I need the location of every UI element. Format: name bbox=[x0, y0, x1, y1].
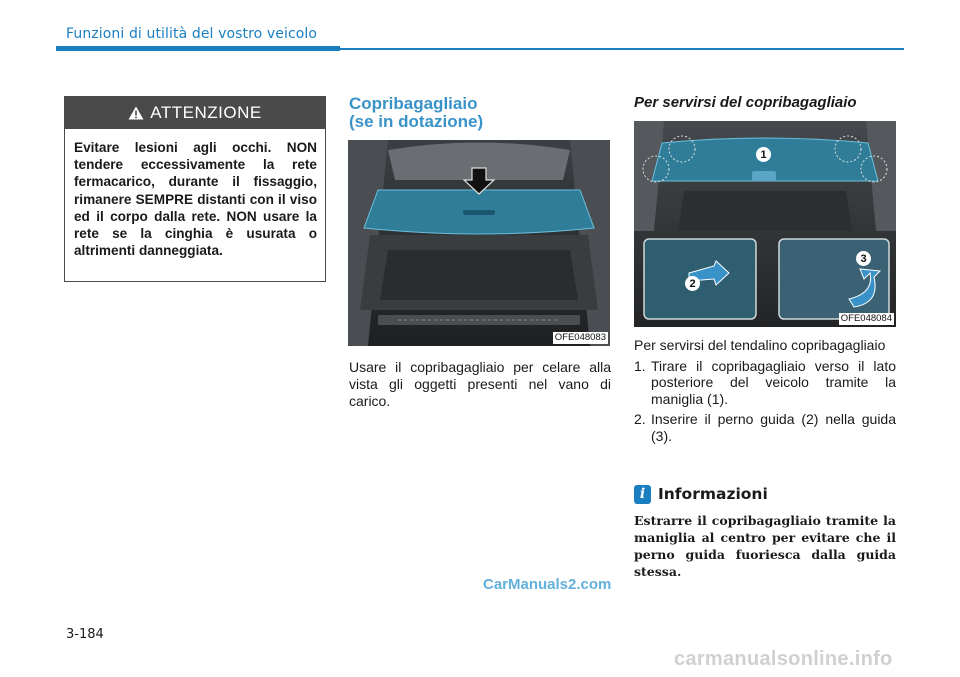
usage-photo: 1 2 3 OFE048084 bbox=[634, 121, 896, 327]
usage-title: Per servirsi del copribagagliaio bbox=[634, 94, 857, 111]
usage-intro: Per servirsi del tendalino copribagaglia… bbox=[634, 337, 886, 353]
step-number: 2. bbox=[634, 411, 646, 427]
header-title: Funzioni di utilità del vostro veicolo bbox=[66, 26, 318, 42]
warning-header: ATTENZIONE bbox=[65, 97, 325, 129]
warning-title: ATTENZIONE bbox=[150, 103, 262, 122]
step-2: 2. Inserire il perno guida (2) nella gui… bbox=[634, 411, 896, 444]
callout-1: 1 bbox=[756, 147, 771, 162]
section-paragraph: Usare il copribagagliaio per celare alla… bbox=[349, 359, 611, 409]
warning-text: Evitare lesioni agli occhi. NON tendere … bbox=[74, 140, 317, 259]
warning-triangle-icon bbox=[128, 106, 144, 120]
usage-illustration bbox=[634, 121, 896, 327]
watermark-carmanuals2: CarManuals2.com bbox=[483, 576, 612, 593]
callout-3: 3 bbox=[856, 251, 871, 266]
info-icon: i bbox=[634, 484, 651, 504]
step-text: Inserire il perno guida (2) nella guida … bbox=[651, 411, 896, 444]
step-text: Tirare il copribagagliaio verso il lato … bbox=[651, 357, 896, 407]
step-1: 1. Tirare il copribagagliaio verso il la… bbox=[634, 358, 896, 408]
info-text: Estrarre il copribagagliaio tramite la m… bbox=[634, 513, 896, 579]
watermark-carmanualsonline: carmanualsonline.info bbox=[674, 648, 893, 670]
cargo-cover-photo: OFE048083 bbox=[348, 140, 610, 346]
section-title-line2: (se in dotazione) bbox=[349, 112, 484, 131]
page-number: 3-184 bbox=[66, 627, 104, 642]
callout-2: 2 bbox=[685, 276, 700, 291]
section-title: Copribagagliaio (se in dotazione) bbox=[349, 95, 609, 131]
header-rule-thick bbox=[56, 46, 340, 51]
image-code-label: OFE048083 bbox=[552, 332, 608, 344]
warning-box: ATTENZIONE Evitare lesioni agli occhi. N… bbox=[64, 96, 326, 282]
info-title: Informazioni bbox=[658, 485, 768, 503]
section-title-line1: Copribagagliaio bbox=[349, 94, 478, 113]
header-rule-thin bbox=[340, 48, 904, 50]
cargo-area-illustration bbox=[348, 140, 610, 346]
step-number: 1. bbox=[634, 357, 646, 374]
image-code-label: OFE048084 bbox=[838, 313, 894, 325]
usage-instructions: Per servirsi del tendalino copribagaglia… bbox=[634, 337, 896, 444]
info-header: i Informazioni bbox=[634, 483, 896, 505]
